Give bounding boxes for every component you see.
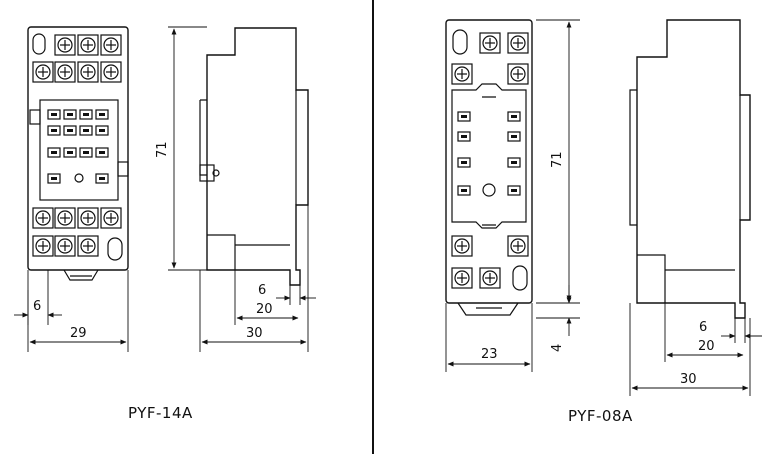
screw-terminal (32, 61, 54, 83)
pyf08a-side-view (629, 19, 751, 319)
pyf08a-dimensions: 71 4 23 6 20 30 (445, 19, 762, 396)
socket-slot (63, 109, 77, 120)
pyf08a-bottom-label: 4 (550, 344, 565, 352)
socket-slot (457, 157, 471, 168)
pyf14a-side-30-label: 30 (246, 326, 263, 341)
socket-slot (457, 131, 471, 142)
screw-terminal (479, 32, 501, 54)
screw-terminal (32, 235, 54, 257)
socket-slot (457, 111, 471, 122)
screw-terminal (54, 235, 76, 257)
socket-slot (79, 147, 93, 158)
pyf08a-side-30-label: 30 (680, 372, 697, 387)
pyf08a-caption: PYF-08A (568, 407, 633, 425)
screw-terminal (451, 63, 473, 85)
socket-slot (507, 131, 521, 142)
socket-slot (63, 125, 77, 136)
socket-slot (95, 147, 109, 158)
screw-terminal (77, 235, 99, 257)
screw-terminal (451, 267, 473, 289)
socket-slot (95, 125, 109, 136)
screw-terminal (451, 235, 473, 257)
screw-terminal (77, 207, 99, 229)
socket-slot (457, 185, 471, 196)
socket-slot (507, 185, 521, 196)
screw-terminal (100, 34, 122, 56)
screw-terminal (77, 61, 99, 83)
pyf14a-dimensions: 71 6 29 6 20 30 (14, 26, 316, 352)
socket-slot (79, 109, 93, 120)
screw-terminal (54, 61, 76, 83)
socket-slot (47, 147, 61, 158)
pyf14a-pin-offset-label: 6 (33, 299, 41, 314)
pyf14a-side-view (199, 27, 309, 286)
pyf14a-side-6-label: 6 (258, 283, 266, 298)
socket-slot (95, 109, 109, 120)
screw-terminal (507, 32, 529, 54)
screw-terminal (77, 34, 99, 56)
screw-terminal (54, 207, 76, 229)
screw-terminal (479, 267, 501, 289)
pyf08a-front-view (445, 19, 533, 316)
socket-slot (47, 109, 61, 120)
socket-slot (507, 157, 521, 168)
socket-slot (95, 173, 109, 184)
pyf14a-side-20-label: 20 (256, 302, 273, 317)
socket-slot (507, 111, 521, 122)
pyf08a-side-20-label: 20 (698, 339, 715, 354)
screw-terminal (100, 61, 122, 83)
socket-slot (63, 147, 77, 158)
pyf14a-front-view (27, 26, 129, 281)
screw-terminal (32, 207, 54, 229)
pyf14a-height-label: 71 (155, 141, 170, 158)
pyf08a-height-label: 71 (550, 151, 565, 168)
pyf08a-side-6-label: 6 (699, 320, 707, 335)
screw-terminal (100, 207, 122, 229)
screw-terminal (54, 34, 76, 56)
screw-terminal (507, 63, 529, 85)
pyf14a-caption: PYF-14A (128, 404, 193, 422)
socket-slot (47, 173, 61, 184)
pyf08a-width-label: 23 (481, 347, 498, 362)
screw-terminal (507, 235, 529, 257)
socket-slot (47, 125, 61, 136)
pyf14a-width-label: 29 (70, 326, 87, 341)
socket-slot (79, 125, 93, 136)
